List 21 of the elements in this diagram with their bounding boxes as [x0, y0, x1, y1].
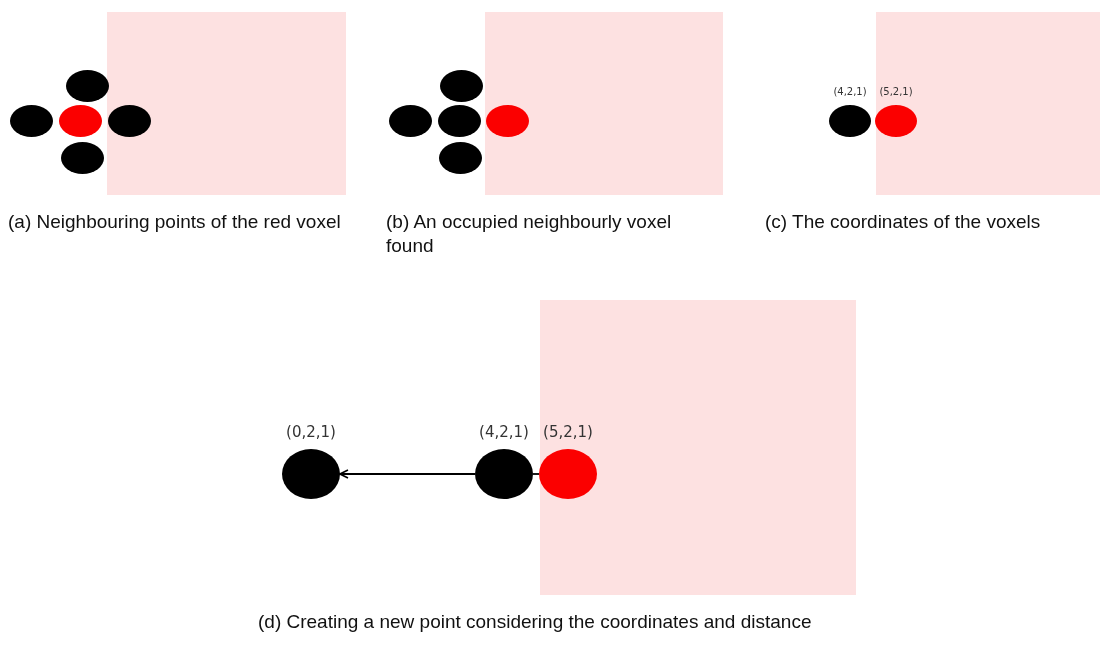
- figure-caption: (d) Creating a new point considering the coordinates and distance: [258, 610, 813, 634]
- voxel-point: [438, 142, 482, 174]
- coordinate-label: (4,2,1): [479, 422, 529, 441]
- voxel-point: [58, 105, 102, 137]
- voxel-point: [60, 142, 104, 174]
- voxel-point: [437, 105, 481, 137]
- coordinate-label: (0,2,1): [286, 422, 336, 441]
- figure-caption: (b) An occupied neighbourly voxel found: [386, 210, 673, 258]
- voxel-point: [475, 449, 533, 499]
- voxel-point: [9, 105, 53, 137]
- figure-caption: (c) The coordinates of the voxels: [765, 210, 1042, 234]
- coordinate-label: (5,2,1): [879, 86, 913, 97]
- voxel-point: [282, 449, 340, 499]
- coordinate-label: (4,2,1): [833, 86, 867, 97]
- figure-caption: (a) Neighbouring points of the red voxel: [8, 210, 342, 234]
- coordinate-label: (5,2,1): [543, 422, 593, 441]
- arrow: [339, 469, 476, 479]
- voxel-point: [388, 105, 432, 137]
- voxel-point: [65, 70, 109, 102]
- voxel-point: [439, 70, 483, 102]
- voxel-point: [829, 105, 871, 137]
